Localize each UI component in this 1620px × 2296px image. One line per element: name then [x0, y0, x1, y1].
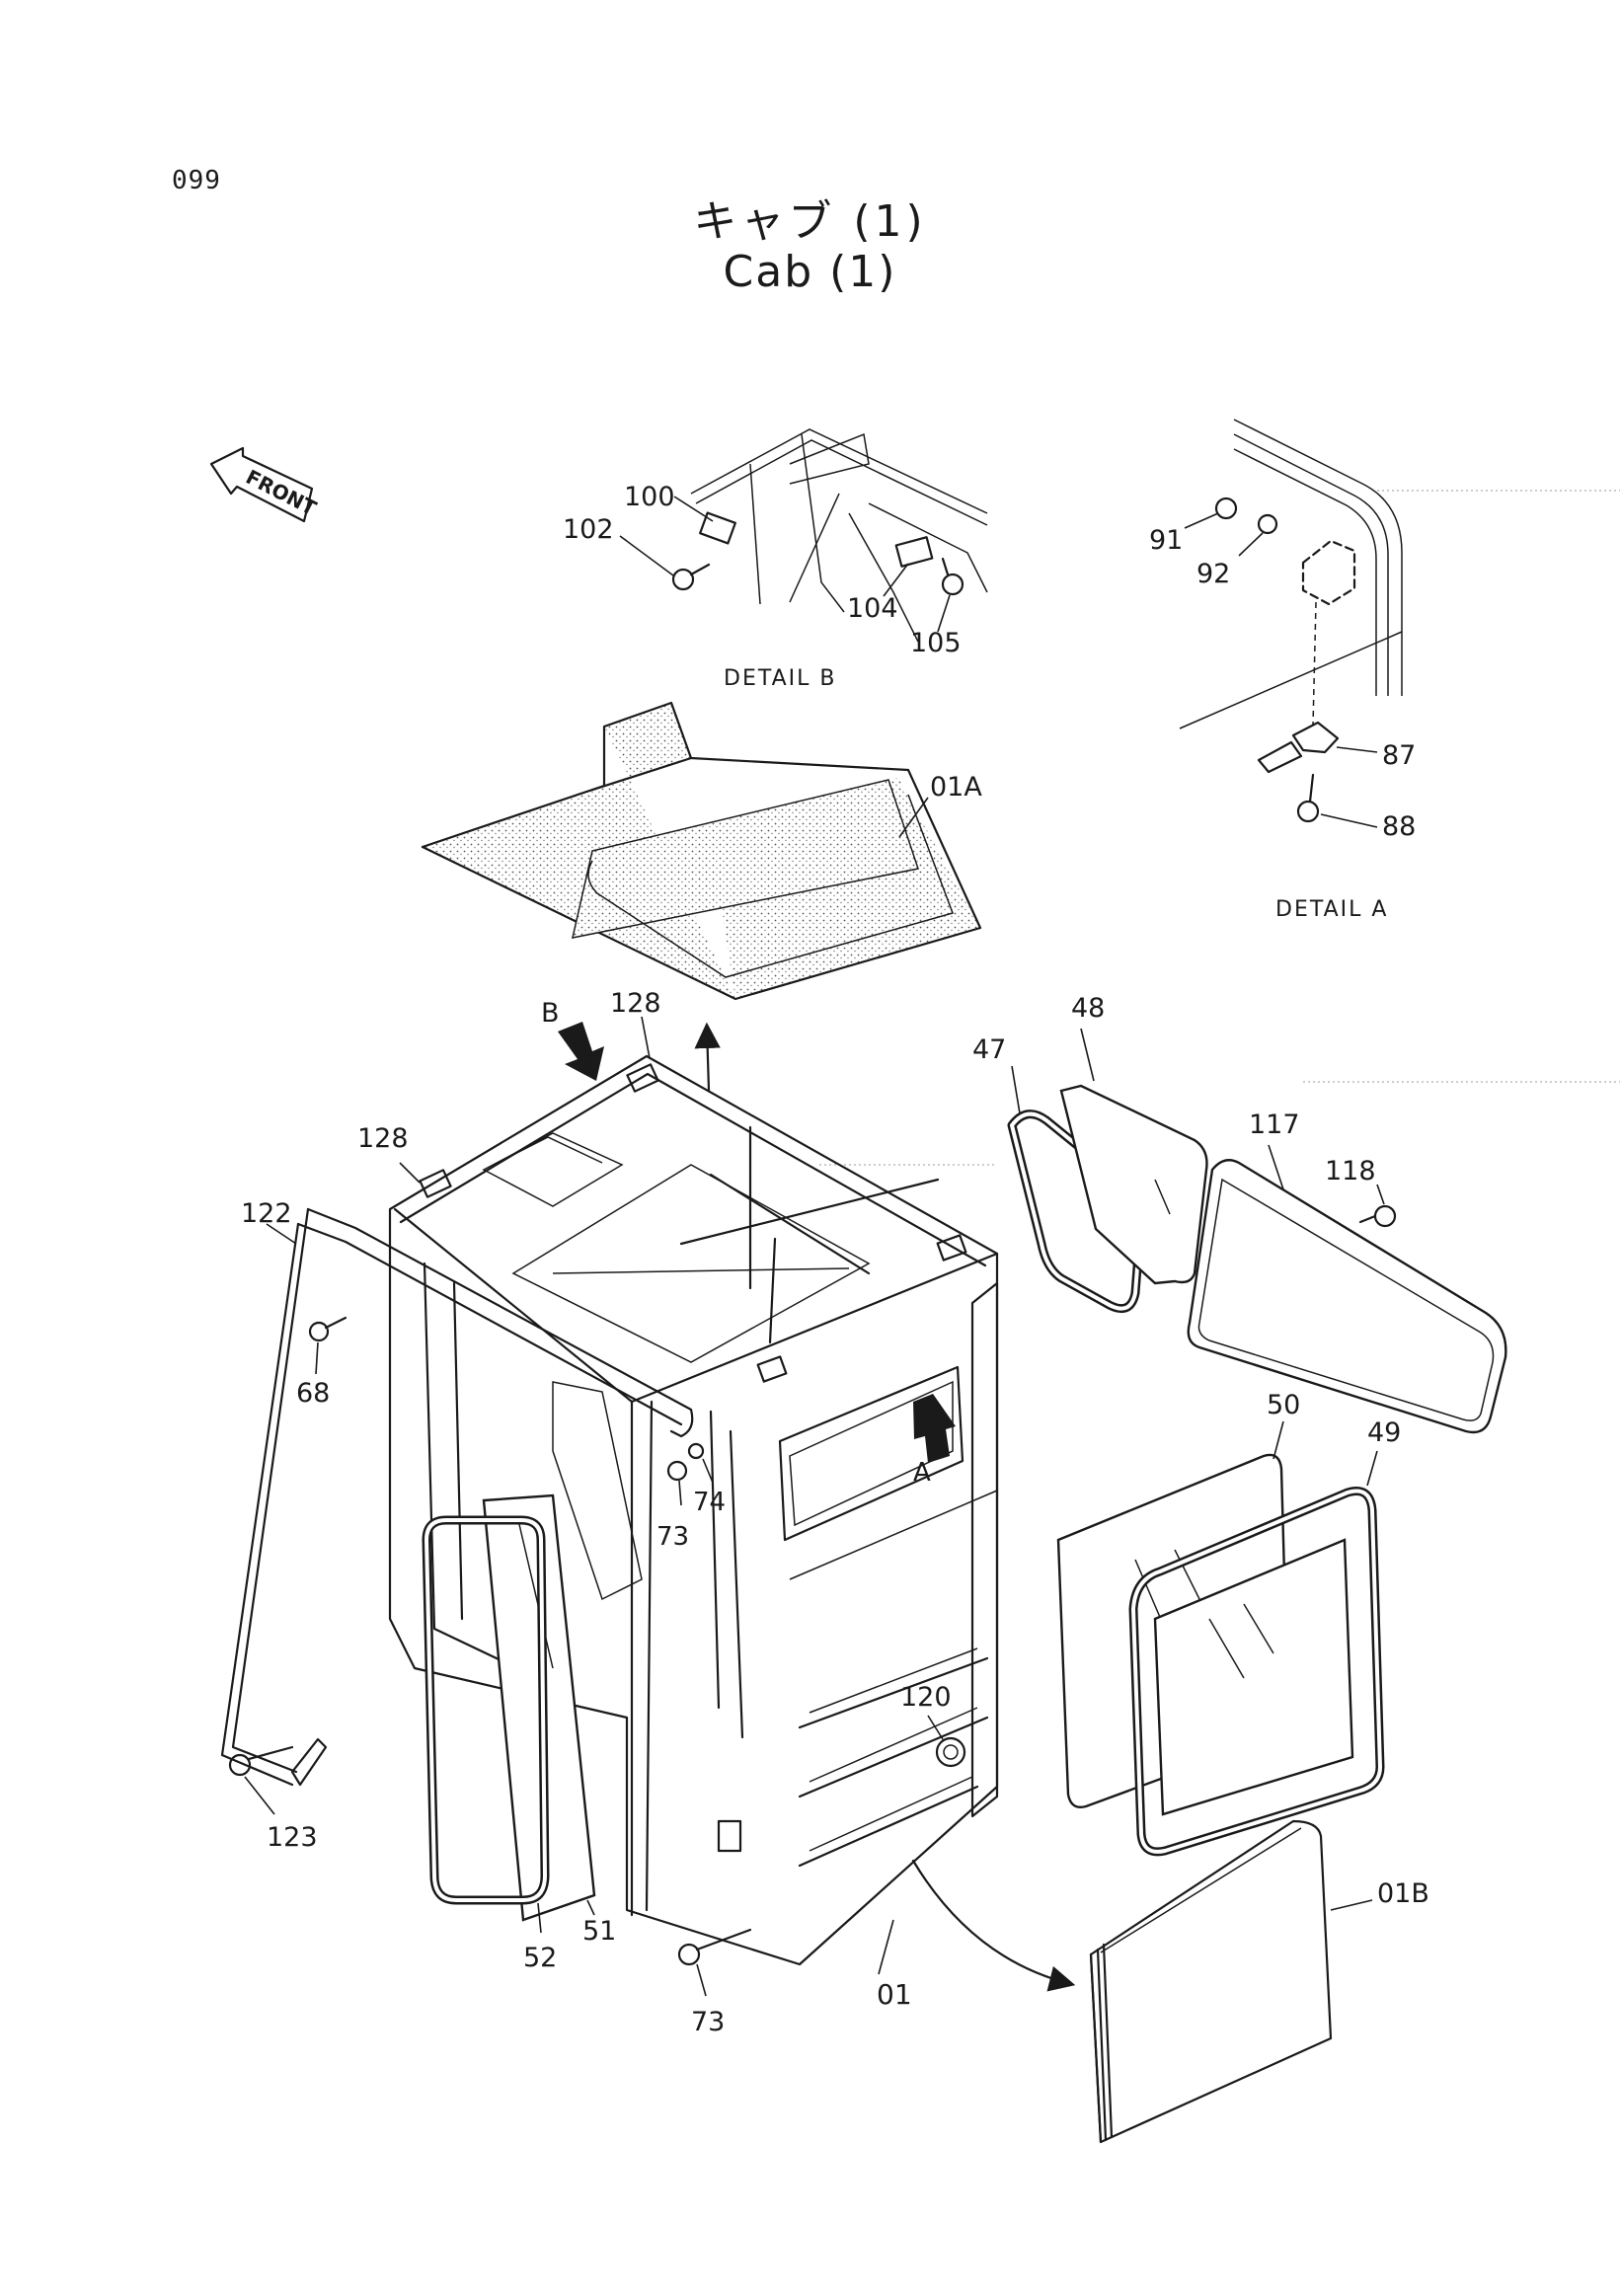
part-label-117: 117 [1249, 1110, 1300, 1140]
part-label-73-lower: 73 [691, 2007, 725, 2037]
part-label-128-left: 128 [357, 1123, 409, 1154]
part-label-104: 104 [847, 593, 898, 624]
part-label-88: 88 [1382, 811, 1416, 842]
part-label-92: 92 [1196, 559, 1230, 589]
front-direction-arrow: FRONT [209, 446, 321, 523]
part-label-74: 74 [693, 1488, 726, 1517]
view-arrow-b-label: B [541, 998, 560, 1029]
part-label-01: 01 [877, 1978, 912, 2011]
part-label-01A: 01A [930, 772, 982, 803]
page-title-japanese: キャブ (1) [693, 196, 927, 247]
grommet-120 [935, 1736, 966, 1768]
detail-b-label: DETAIL B [724, 666, 836, 691]
latch-87 [1291, 721, 1340, 754]
page-number: 099 [172, 166, 221, 195]
bolt-88 [1296, 800, 1320, 823]
latch-catch [1301, 539, 1356, 606]
view-arrow-a-label: A [913, 1458, 931, 1488]
part-label-100: 100 [624, 482, 675, 512]
rear-panel-01B: 01B [1089, 1819, 1429, 2144]
view-arrow-a: A [913, 1394, 956, 1488]
seal-49 [1128, 1487, 1385, 1857]
bolt-105-head [941, 573, 964, 596]
part-label-128-top: 128 [610, 988, 661, 1019]
part-label-91: 91 [1149, 525, 1183, 556]
part-label-120: 120 [900, 1682, 952, 1713]
glass-48 [1059, 1084, 1208, 1285]
cab-body-01: 01 [388, 1054, 999, 2011]
clip-118 [1373, 1204, 1397, 1228]
seal-52 [422, 1515, 550, 1905]
grab-bar-122: 122 [220, 1198, 694, 1787]
part-label-102: 102 [563, 514, 614, 545]
roof-lift-arrow [694, 1022, 721, 1093]
seal-47 [1007, 1110, 1146, 1314]
cab-door-handle [717, 1819, 742, 1853]
part-label-01B: 01B [1377, 1878, 1429, 1909]
bracket-100 [699, 511, 736, 545]
bolt-91 [1214, 497, 1238, 520]
detail-a-label: DETAIL A [1275, 897, 1388, 922]
rear-panel-arrow [911, 1859, 1076, 1992]
part-label-87: 87 [1382, 740, 1416, 771]
roof-panel-01A: 01A [421, 701, 982, 1001]
nut-92 [1257, 513, 1278, 535]
part-label-68: 68 [296, 1378, 330, 1409]
glass-117 [1187, 1159, 1507, 1434]
part-label-47: 47 [972, 1034, 1006, 1065]
part-label-123: 123 [267, 1822, 318, 1853]
latch-lever [1257, 740, 1303, 774]
washer-74 [687, 1442, 705, 1460]
part-label-50: 50 [1267, 1390, 1300, 1420]
glass-49-pane [1153, 1538, 1354, 1816]
part-label-52: 52 [523, 1943, 557, 1973]
part-label-73-upper: 73 [656, 1522, 689, 1552]
detail-b-group: 100 102 104 105 DETAIL B [563, 428, 988, 691]
part-label-51: 51 [582, 1916, 616, 1947]
part-label-122: 122 [241, 1198, 292, 1229]
page-title-english: Cab (1) [723, 247, 897, 297]
part-label-118: 118 [1325, 1156, 1376, 1186]
bolt-73-upper [666, 1460, 688, 1482]
bracket-104 [894, 536, 934, 568]
part-label-48: 48 [1071, 993, 1105, 1024]
part-label-105: 105 [910, 628, 962, 658]
bolt-102-head [671, 568, 695, 591]
bolt-68 [308, 1321, 330, 1342]
detail-a-group: 91 92 87 88 DETAIL A [1149, 419, 1416, 922]
bolt-123 [228, 1753, 252, 1777]
part-label-49: 49 [1367, 1417, 1401, 1448]
bolt-73-lower [677, 1943, 701, 1966]
view-arrow-b: B [541, 998, 604, 1081]
